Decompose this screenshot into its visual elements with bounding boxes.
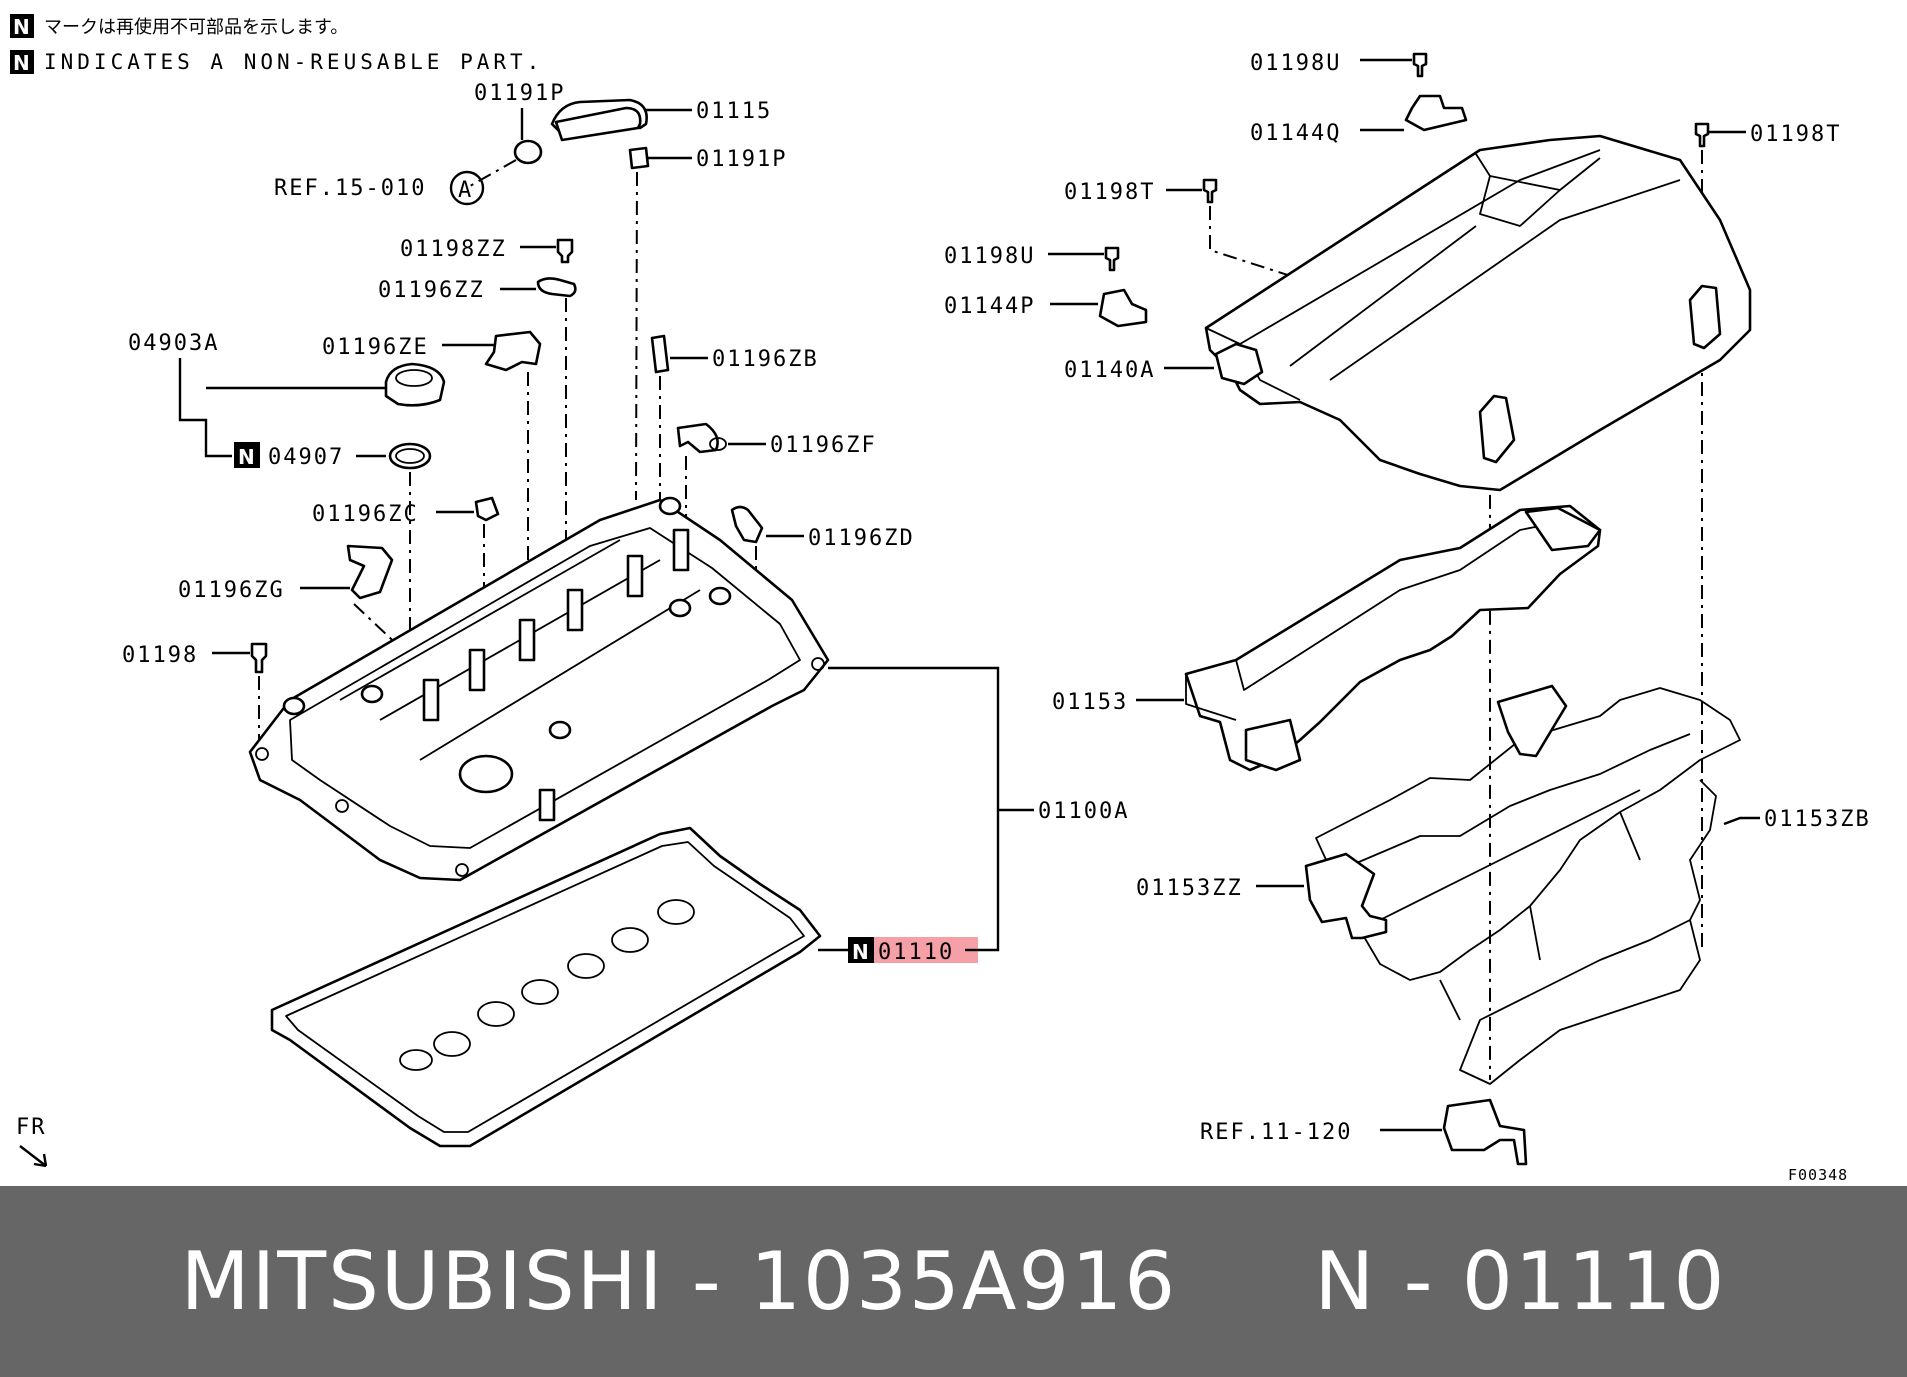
label-04903A: 04903A xyxy=(128,331,219,356)
ref-11-120-part xyxy=(1442,1098,1528,1166)
bolt-01198U-top xyxy=(1412,52,1428,78)
legend-jp-text: マークは再使用不可部品を示します。 xyxy=(44,17,348,38)
highlight-01110 xyxy=(874,937,978,963)
bracket-01196ZG xyxy=(346,544,394,600)
diagram-svg: N マークは再使用不可部品を示します。 N INDICATES A NON-RE… xyxy=(10,14,1871,1184)
label-01196ZZ: 01196ZZ xyxy=(378,278,485,303)
label-ref-15-010: REF.15-010 xyxy=(274,176,426,201)
clip-01196ZB xyxy=(650,334,670,374)
label-01110: 01110 xyxy=(878,940,954,965)
bracket-01196ZF xyxy=(676,422,719,454)
n-symbol: N xyxy=(13,15,30,39)
bracket-01144Q xyxy=(1404,94,1468,132)
label-01198: 01198 xyxy=(122,643,198,668)
footer-banner: MITSUBISHI - 1035A916 N - 01110 xyxy=(0,1186,1907,1377)
clip-01196ZZ xyxy=(536,277,577,298)
label-01100A: 01100A xyxy=(1038,799,1129,824)
n-box-04907 xyxy=(234,442,260,468)
figure-id: F00348 xyxy=(1788,1166,1848,1184)
hose-body xyxy=(554,106,642,142)
label-ref-11-120: REF.11-120 xyxy=(1200,1120,1352,1145)
label-01196ZB: 01196ZB xyxy=(712,347,819,372)
n-letter-04907: N xyxy=(238,445,255,469)
footer-sep-2: - xyxy=(1403,1235,1435,1328)
clamp-01191P-top xyxy=(513,139,543,165)
bolt-01198 xyxy=(250,642,268,674)
footer-ref-code: 01110 xyxy=(1461,1235,1727,1328)
label-01140A: 01140A xyxy=(1064,358,1155,383)
clamp-01191P-b xyxy=(628,146,650,170)
footer-part-number: 1035A916 xyxy=(750,1235,1178,1328)
label-01153: 01153 xyxy=(1052,690,1128,715)
label-01198U-top: 01198U xyxy=(1250,51,1341,76)
bracket-01196ZE xyxy=(484,330,542,372)
bracket-01153ZZ-b xyxy=(1496,684,1568,758)
engine-cover-01140A xyxy=(1204,134,1752,492)
ref-circle-letter: A xyxy=(458,178,473,203)
label-01191P-b: 01191P xyxy=(696,147,787,172)
label-01196ZE: 01196ZE xyxy=(322,335,429,360)
n-letter-01110: N xyxy=(852,940,869,964)
valve-cover-01100A xyxy=(248,496,830,882)
clip-01196ZC xyxy=(474,496,500,522)
bracket-01144P xyxy=(1098,288,1148,328)
n-box-01110 xyxy=(848,937,874,963)
label-01115: 01115 xyxy=(696,99,772,124)
oring-04907 xyxy=(388,442,432,470)
label-04907: 04907 xyxy=(268,445,344,470)
n-symbol-2: N xyxy=(13,51,30,75)
n-symbol-box xyxy=(10,14,34,38)
label-01198T-left: 01198T xyxy=(1064,180,1155,205)
bracket-01196ZD xyxy=(730,505,764,544)
cover-01153 xyxy=(1184,504,1602,772)
label-01198ZZ: 01198ZZ xyxy=(400,237,507,262)
label-01196ZG: 01196ZG xyxy=(178,578,285,603)
footer-brand: MITSUBISHI xyxy=(180,1235,665,1328)
ref-circle-A xyxy=(449,170,485,206)
footer-sep-1: - xyxy=(691,1235,723,1328)
label-01198U-left: 01198U xyxy=(944,244,1035,269)
label-01153ZZ: 01153ZZ xyxy=(1136,876,1243,901)
legend: N マークは再使用不可部品を示します。 N INDICATES A NON-RE… xyxy=(10,14,543,75)
bolt-01198U-left xyxy=(1104,246,1120,272)
bolt-01198T-right xyxy=(1694,122,1710,148)
gasket-01110 xyxy=(270,826,822,1148)
n-symbol-box-2 xyxy=(10,50,34,74)
bolt-01198T-left xyxy=(1202,178,1218,204)
bolt-01198ZZ xyxy=(556,238,574,264)
legend-en-text: INDICATES A NON-REUSABLE PART. xyxy=(44,50,543,74)
label-01144P: 01144P xyxy=(944,294,1035,319)
label-01191P-top: 01191P xyxy=(474,81,565,106)
parts-diagram: N マークは再使用不可部品を示します。 N INDICATES A NON-RE… xyxy=(10,14,1871,1184)
label-01153ZB: 01153ZB xyxy=(1764,807,1871,832)
label-01144Q: 01144Q xyxy=(1250,121,1341,146)
label-01196ZC: 01196ZC xyxy=(312,502,419,527)
bracket-01153ZZ xyxy=(1304,852,1388,940)
fr-label: FR xyxy=(16,1115,47,1140)
footer-text: MITSUBISHI - 1035A916 N - 01110 xyxy=(181,1235,1727,1328)
label-01196ZD: 01196ZD xyxy=(808,526,915,551)
label-01196ZF: 01196ZF xyxy=(770,433,877,458)
label-01198T-right: 01198T xyxy=(1750,122,1841,147)
fr-arrow-icon xyxy=(19,1145,48,1168)
footer-ref-letter: N xyxy=(1314,1235,1377,1328)
